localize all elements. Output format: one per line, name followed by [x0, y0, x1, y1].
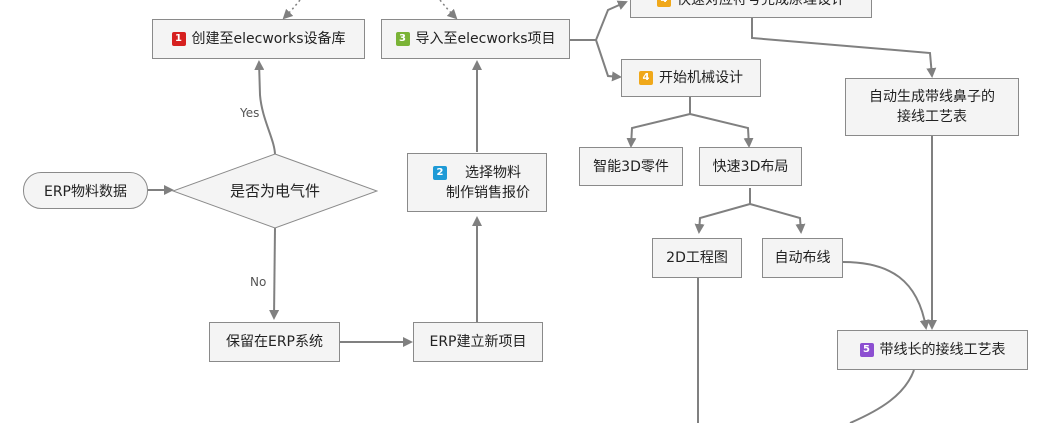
edge-to-mech-design	[595, 39, 622, 82]
import-project-node: 3 导入至elecworks项目	[381, 19, 570, 59]
select-material-line2: 制作销售报价	[446, 184, 530, 201]
edge-table-down	[849, 369, 915, 423]
quick-design-label: 快速对应符号完成原理设计	[677, 0, 845, 8]
badge-4-icon: 4	[657, 0, 671, 7]
auto-table-node: 自动生成带线鼻子的 接线工艺表	[845, 78, 1019, 136]
badge-4-icon: 4	[639, 71, 653, 85]
edge-mech-right	[689, 113, 754, 148]
erp-new-project-label: ERP建立新项目	[429, 334, 527, 350]
mech-design-node: 4 开始机械设计	[621, 59, 761, 97]
select-material-node: 2 选择物料 制作销售报价	[407, 153, 547, 212]
edge-wiring-to-table	[842, 261, 930, 330]
badge-5-icon: 5	[859, 343, 874, 357]
edge-to-quick-design	[595, 0, 628, 41]
edge-no	[269, 227, 280, 320]
erp-data-node: ERP物料数据	[23, 172, 148, 209]
is-electrical-diamond	[172, 153, 378, 229]
yes-label: Yes	[240, 106, 260, 120]
edge-yes	[254, 60, 276, 156]
drawing-2d-label: 2D工程图	[666, 250, 728, 266]
edge-layout-left	[694, 203, 751, 234]
edge-quick-to-auto	[751, 18, 937, 78]
is-electrical-label: 是否为电气件	[229, 182, 320, 200]
auto-wiring-node: 自动布线	[762, 238, 843, 278]
auto-table-line2: 接线工艺表	[897, 109, 967, 125]
auto-wiring-label: 自动布线	[774, 250, 831, 266]
import-project-label: 导入至elecworks项目	[415, 31, 556, 47]
keep-erp-node: 保留在ERP系统	[209, 322, 340, 362]
keep-erp-label: 保留在ERP系统	[225, 334, 323, 350]
select-material-line1: 选择物料	[465, 164, 521, 181]
erp-new-project-node: ERP建立新项目	[413, 322, 543, 362]
badge-1-icon: 1	[171, 32, 186, 46]
erp-data-label: ERP物料数据	[43, 183, 127, 200]
badge-3-icon: 3	[395, 32, 410, 46]
smart-3d-node: 智能3D零件	[579, 147, 683, 186]
edge-layout-right	[749, 203, 806, 234]
smart-3d-label: 智能3D零件	[593, 158, 669, 175]
create-library-label: 创建至elecworks设备库	[191, 31, 346, 47]
quick-design-node: 4 快速对应符号完成原理设计	[630, 0, 872, 18]
auto-table-line1: 自动生成带线鼻子的	[869, 89, 995, 105]
no-label: No	[250, 275, 267, 289]
drawing-2d-node: 2D工程图	[652, 238, 742, 278]
quick-3d-layout-node: 快速3D布局	[699, 147, 802, 186]
dotted-connector-2	[439, 0, 458, 20]
wiring-table-label: 带线长的接线工艺表	[879, 342, 1006, 358]
wiring-table-node: 5 带线长的接线工艺表	[837, 330, 1028, 370]
create-library-node: 1 创建至elecworks设备库	[152, 19, 365, 59]
mech-design-label: 开始机械设计	[659, 70, 743, 86]
badge-2-icon: 2	[433, 165, 447, 180]
edge-mech-left	[626, 113, 691, 148]
dotted-connector-1	[282, 0, 301, 20]
quick-3d-layout-label: 快速3D布局	[712, 158, 789, 175]
